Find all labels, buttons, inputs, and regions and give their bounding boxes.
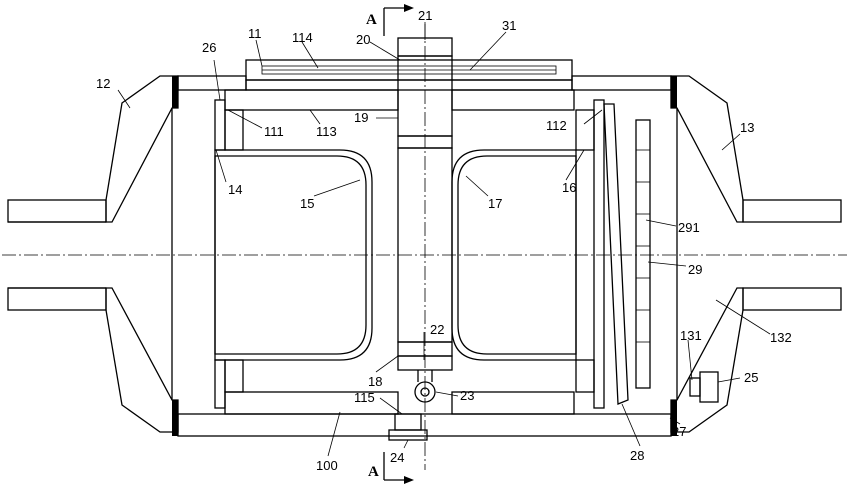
label-24: 24 (390, 450, 404, 465)
label-13: 13 (740, 120, 754, 135)
label-19: 19 (354, 110, 368, 125)
label-132: 132 (770, 330, 792, 345)
label-31: 31 (502, 18, 516, 33)
label-27: 27 (672, 424, 686, 439)
label-111: 111 (264, 124, 284, 139)
label-100: 100 (316, 458, 338, 473)
main-shell-bottom (178, 414, 671, 436)
inner-top-wall (225, 90, 574, 110)
label-26: 26 (202, 40, 216, 55)
right-bracket-16 (576, 100, 604, 408)
label-112: 112 (546, 118, 567, 133)
label-25: 25 (744, 370, 758, 385)
label-16: 16 (562, 180, 576, 195)
label-115: 115 (354, 390, 375, 405)
label-15: 15 (300, 196, 314, 211)
label-131: 131 (680, 328, 702, 343)
label-113: 113 (316, 124, 337, 139)
label-29: 29 (688, 262, 702, 277)
right-cone-housing (671, 76, 743, 432)
drain-plug-25 (690, 372, 718, 402)
tilted-plate-28 (604, 104, 628, 404)
grill-29 (636, 120, 650, 388)
label-20: 20 (356, 32, 370, 47)
label-21: 21 (418, 8, 432, 23)
label-18: 18 (368, 374, 382, 389)
label-23: 23 (460, 388, 474, 403)
section-label-bottom: A (368, 464, 379, 480)
label-14: 14 (228, 182, 242, 197)
label-17: 17 (488, 196, 502, 211)
section-marker-top: A (366, 4, 414, 36)
inner-bottom-wall (225, 392, 574, 414)
label-291: 291 (678, 220, 700, 235)
left-bracket-14 (215, 100, 243, 408)
label-114: 114 (292, 30, 313, 45)
label-11: 11 (248, 26, 262, 41)
section-label-top: A (366, 12, 377, 28)
label-28: 28 (630, 448, 644, 463)
main-shell-top (178, 76, 671, 90)
top-cover (246, 60, 572, 80)
label-22: 22 (430, 322, 444, 337)
label-12: 12 (96, 76, 110, 91)
left-cone-housing (106, 76, 178, 432)
